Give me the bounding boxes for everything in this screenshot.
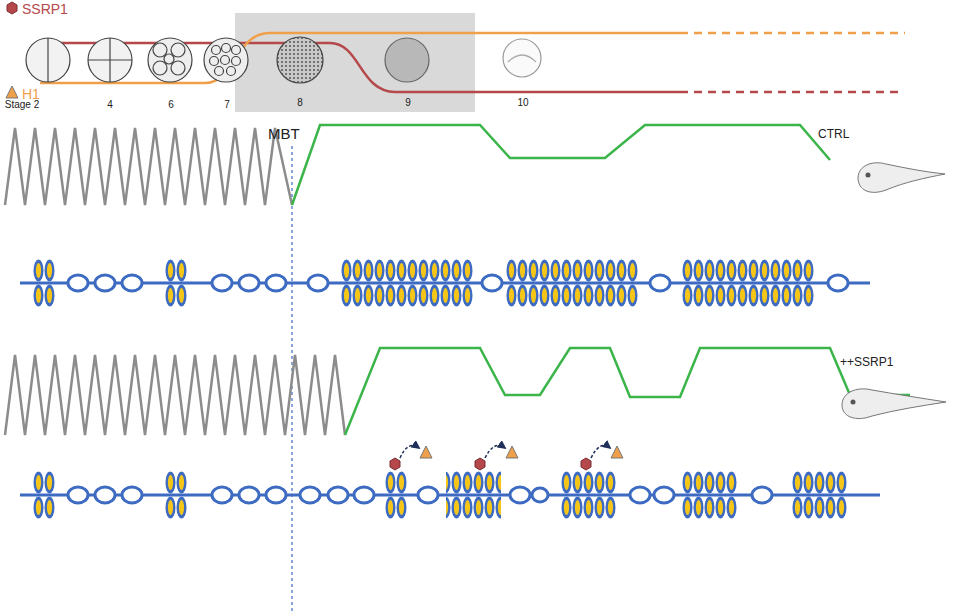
legend-label: SSRP1 [22,1,68,17]
h1-curve [680,32,905,35]
stage-label: 10 [517,97,528,109]
mbt-region [235,13,475,112]
cell-cycle-phases [292,125,830,205]
cell-cycle-zigzag [5,128,292,205]
h1-curve [40,33,680,83]
stage-label: 7 [224,99,230,111]
ssrp1-curve [40,43,680,92]
embryo [26,37,541,83]
legend-label: H1 [22,86,40,102]
ssrp1-symbol [7,2,17,14]
tadpole [842,389,946,419]
chromatin-fiber [20,258,870,308]
mbt-label: MBT [268,125,300,142]
h1-symbol [6,86,18,98]
ssrp1-curve [680,91,900,94]
stage-label: 6 [168,99,174,111]
cell-cycle-zigzag [5,355,345,435]
cell-cycle-phases [345,348,910,435]
condition-label: CTRL [818,128,849,142]
stage-label: 8 [297,97,303,109]
chromatin-fiber [20,470,880,520]
condition-label: ++SSRP1 [840,356,893,370]
stage-label: 4 [107,99,113,111]
h1-displacement [390,446,623,470]
tadpole [858,163,945,193]
stage-label: 9 [405,97,411,109]
